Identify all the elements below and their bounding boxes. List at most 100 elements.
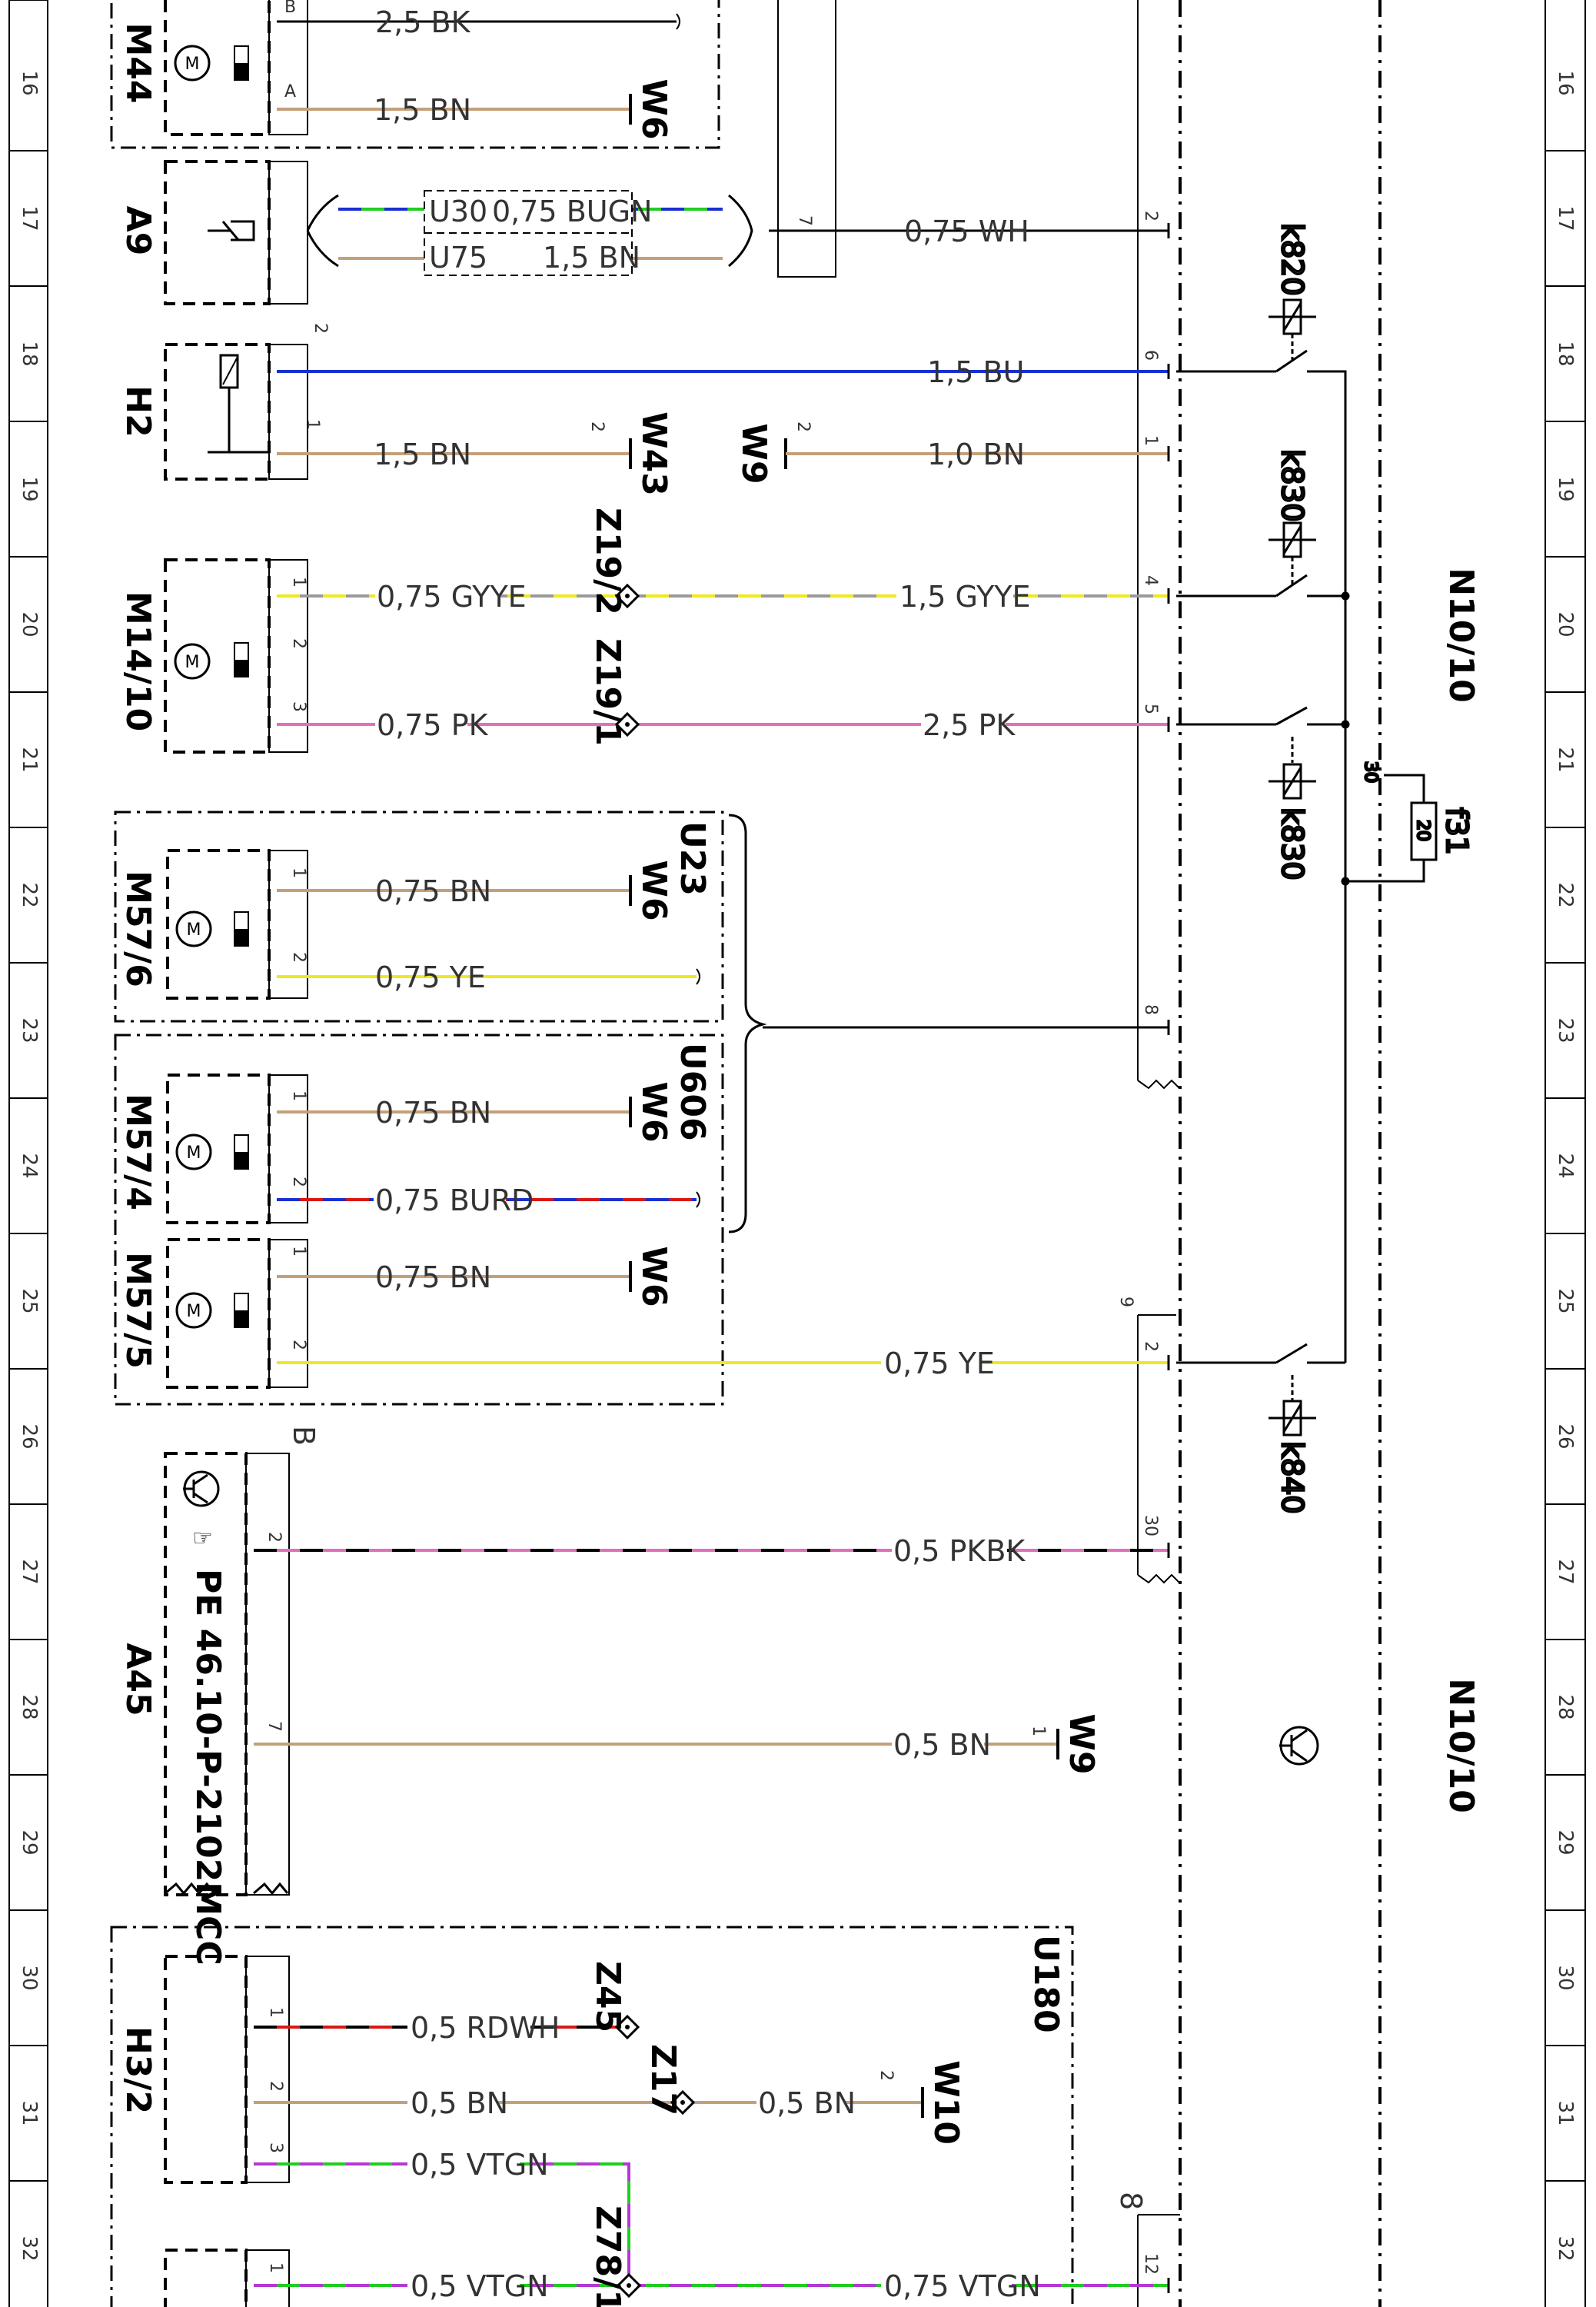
pin-label: 7 bbox=[795, 215, 814, 226]
svg-text:M: M bbox=[187, 1302, 201, 1321]
pin-label: 2 bbox=[289, 1340, 308, 1350]
component-label-h3-2: H3/2 bbox=[118, 2026, 158, 2114]
svg-text:M: M bbox=[185, 55, 200, 74]
wire-label: 1,5 BN bbox=[374, 93, 471, 127]
wire-label: 0,75 YE bbox=[375, 960, 486, 994]
pin-label: 12 bbox=[1141, 2253, 1160, 2275]
wire-label: 0,75 BN bbox=[375, 1260, 491, 1294]
relay-label: k840 bbox=[1275, 1441, 1309, 1514]
reference-label: PE 46.10-P-2102MCC bbox=[188, 1569, 228, 1966]
wire-label: 0,75 BUGN bbox=[492, 195, 652, 228]
component-label-m57-5: M57/5 bbox=[118, 1252, 158, 1369]
wire-label: 0,75 BN bbox=[375, 874, 491, 908]
component-label-a45: A45 bbox=[118, 1643, 158, 1716]
pin-label: 2 bbox=[264, 1532, 284, 1543]
m44-group: M M44 B A 2,5 BK 1,5 BN W6 bbox=[110, 0, 836, 278]
pin-label: 2 bbox=[876, 2070, 896, 2081]
wire-label: 0,75 YE bbox=[884, 1347, 995, 1380]
wire-label: 0,75 WH bbox=[904, 215, 1029, 248]
row-num-left: 21 bbox=[18, 747, 41, 772]
row-num-right: 26 bbox=[1554, 1423, 1577, 1449]
motor-icon bbox=[174, 45, 211, 82]
ground-label: W10 bbox=[926, 2060, 966, 2145]
row-num-left: 19 bbox=[18, 476, 41, 501]
pin-label: 2 bbox=[311, 323, 330, 334]
row-num-left: 23 bbox=[18, 1017, 41, 1043]
h2-group: H2 2 1 1,5 BU 6 1,5 BN 2 W43 W9 2 1,0 BN… bbox=[118, 323, 1169, 496]
pin-label: 8 bbox=[1141, 1004, 1160, 1015]
solenoid-icon bbox=[208, 220, 255, 241]
row-num-left: 31 bbox=[18, 2100, 41, 2126]
relay-label: k830 bbox=[1275, 807, 1309, 881]
row-num-right: 32 bbox=[1554, 2235, 1577, 2261]
a9-group: A9 U30 0,75 BUGN U75 1,5 BN 7 0,75 WH 2 bbox=[118, 160, 1169, 305]
pin-label: 1 bbox=[289, 1246, 308, 1257]
pin-label: 1 bbox=[1029, 1726, 1048, 1736]
harness-label-u606: U606 bbox=[673, 1043, 712, 1141]
row-num-left: 16 bbox=[18, 70, 41, 95]
row-num-right: 30 bbox=[1554, 1965, 1577, 1990]
wire-label: 0,75 BURD bbox=[375, 1183, 534, 1217]
module-label-n10-10: N10/10 bbox=[1441, 1678, 1481, 1813]
row-num-left: 27 bbox=[18, 1559, 41, 1584]
pin-label: 2 bbox=[289, 638, 308, 649]
n10-10-relays: k820 k830 k830 f31 20 30 bbox=[1176, 222, 1475, 1515]
motor-icon bbox=[175, 910, 212, 947]
component-label-m57-6: M57/6 bbox=[118, 871, 158, 987]
motor-icon bbox=[174, 643, 211, 680]
relay-label: k820 bbox=[1275, 223, 1309, 296]
ground-label: W6 bbox=[634, 1081, 673, 1142]
pin-label: 30 bbox=[1361, 761, 1380, 783]
row-num-left: 32 bbox=[18, 2235, 41, 2261]
pin-label: 4 bbox=[1141, 575, 1160, 586]
pin-label: 1 bbox=[289, 577, 308, 588]
component-label-h2: H2 bbox=[118, 385, 158, 437]
motor-icon bbox=[175, 1292, 212, 1329]
wire-label: 0,5 BN bbox=[411, 2086, 508, 2120]
row-num-right: 22 bbox=[1554, 882, 1577, 907]
motor-icon bbox=[175, 1134, 212, 1170]
wire-label: 0,75 GYYE bbox=[377, 580, 527, 614]
component-label-m44: M44 bbox=[118, 22, 158, 103]
wire-label: 1,5 GYYE bbox=[899, 580, 1031, 614]
row-num-right: 18 bbox=[1554, 341, 1577, 366]
ground-label: W6 bbox=[634, 1246, 673, 1307]
splice-label: Z78/1 bbox=[588, 2205, 627, 2307]
relay-label: k830 bbox=[1275, 449, 1309, 522]
splice-label: Z19/1 bbox=[588, 638, 627, 746]
splice-label: Z17 bbox=[643, 2044, 683, 2116]
connector-strip-right bbox=[1137, 0, 1180, 2307]
row-number-strip-left: 16 17 18 19 20 21 22 23 24 25 26 27 28 2… bbox=[8, 0, 48, 2307]
n10-10-boundary bbox=[1179, 0, 1382, 2307]
pin-label: 2 bbox=[1141, 211, 1160, 221]
row-num-left: 24 bbox=[18, 1153, 41, 1178]
component-label-m14-10: M14/10 bbox=[118, 591, 158, 731]
ground-label: W43 bbox=[634, 411, 673, 496]
pin-label: 7 bbox=[264, 1721, 284, 1732]
svg-text:M: M bbox=[185, 653, 200, 672]
pin-label: 1 bbox=[303, 419, 322, 430]
row-num-right: 21 bbox=[1554, 747, 1577, 772]
wire-label: 1,5 BU bbox=[927, 355, 1024, 389]
module-label-n10-10: N10/10 bbox=[1441, 568, 1481, 702]
u180-group: U180 H3/2 1 2 3 0,5 RDWH Z45 0,5 BN Z17 … bbox=[110, 1926, 1169, 2307]
row-num-left: 30 bbox=[18, 1965, 41, 1990]
row-num-left: 26 bbox=[18, 1423, 41, 1449]
ground-label: W6 bbox=[634, 860, 673, 920]
ground-label: W9 bbox=[734, 423, 773, 484]
transistor-icon bbox=[1279, 1726, 1319, 1766]
pin-label: 2 bbox=[266, 2081, 285, 2092]
wire-label: 0,5 BN bbox=[893, 1728, 991, 1762]
row-num-right: 20 bbox=[1554, 611, 1577, 637]
wire-label: 2,5 BK bbox=[375, 5, 471, 39]
pin-label: 5 bbox=[1141, 704, 1160, 714]
row-num-right: 31 bbox=[1554, 2100, 1577, 2126]
row-num-right: 19 bbox=[1554, 476, 1577, 501]
ground-label: W6 bbox=[634, 78, 673, 139]
pin-label: 2 bbox=[289, 952, 308, 963]
pin-label: 3 bbox=[266, 2142, 285, 2153]
row-number-strip-right: 16 17 18 19 20 21 22 23 24 25 26 27 28 2… bbox=[1544, 0, 1586, 2307]
pin-label: 2 bbox=[587, 421, 607, 432]
wire-label: 0,75 PK bbox=[377, 708, 489, 742]
